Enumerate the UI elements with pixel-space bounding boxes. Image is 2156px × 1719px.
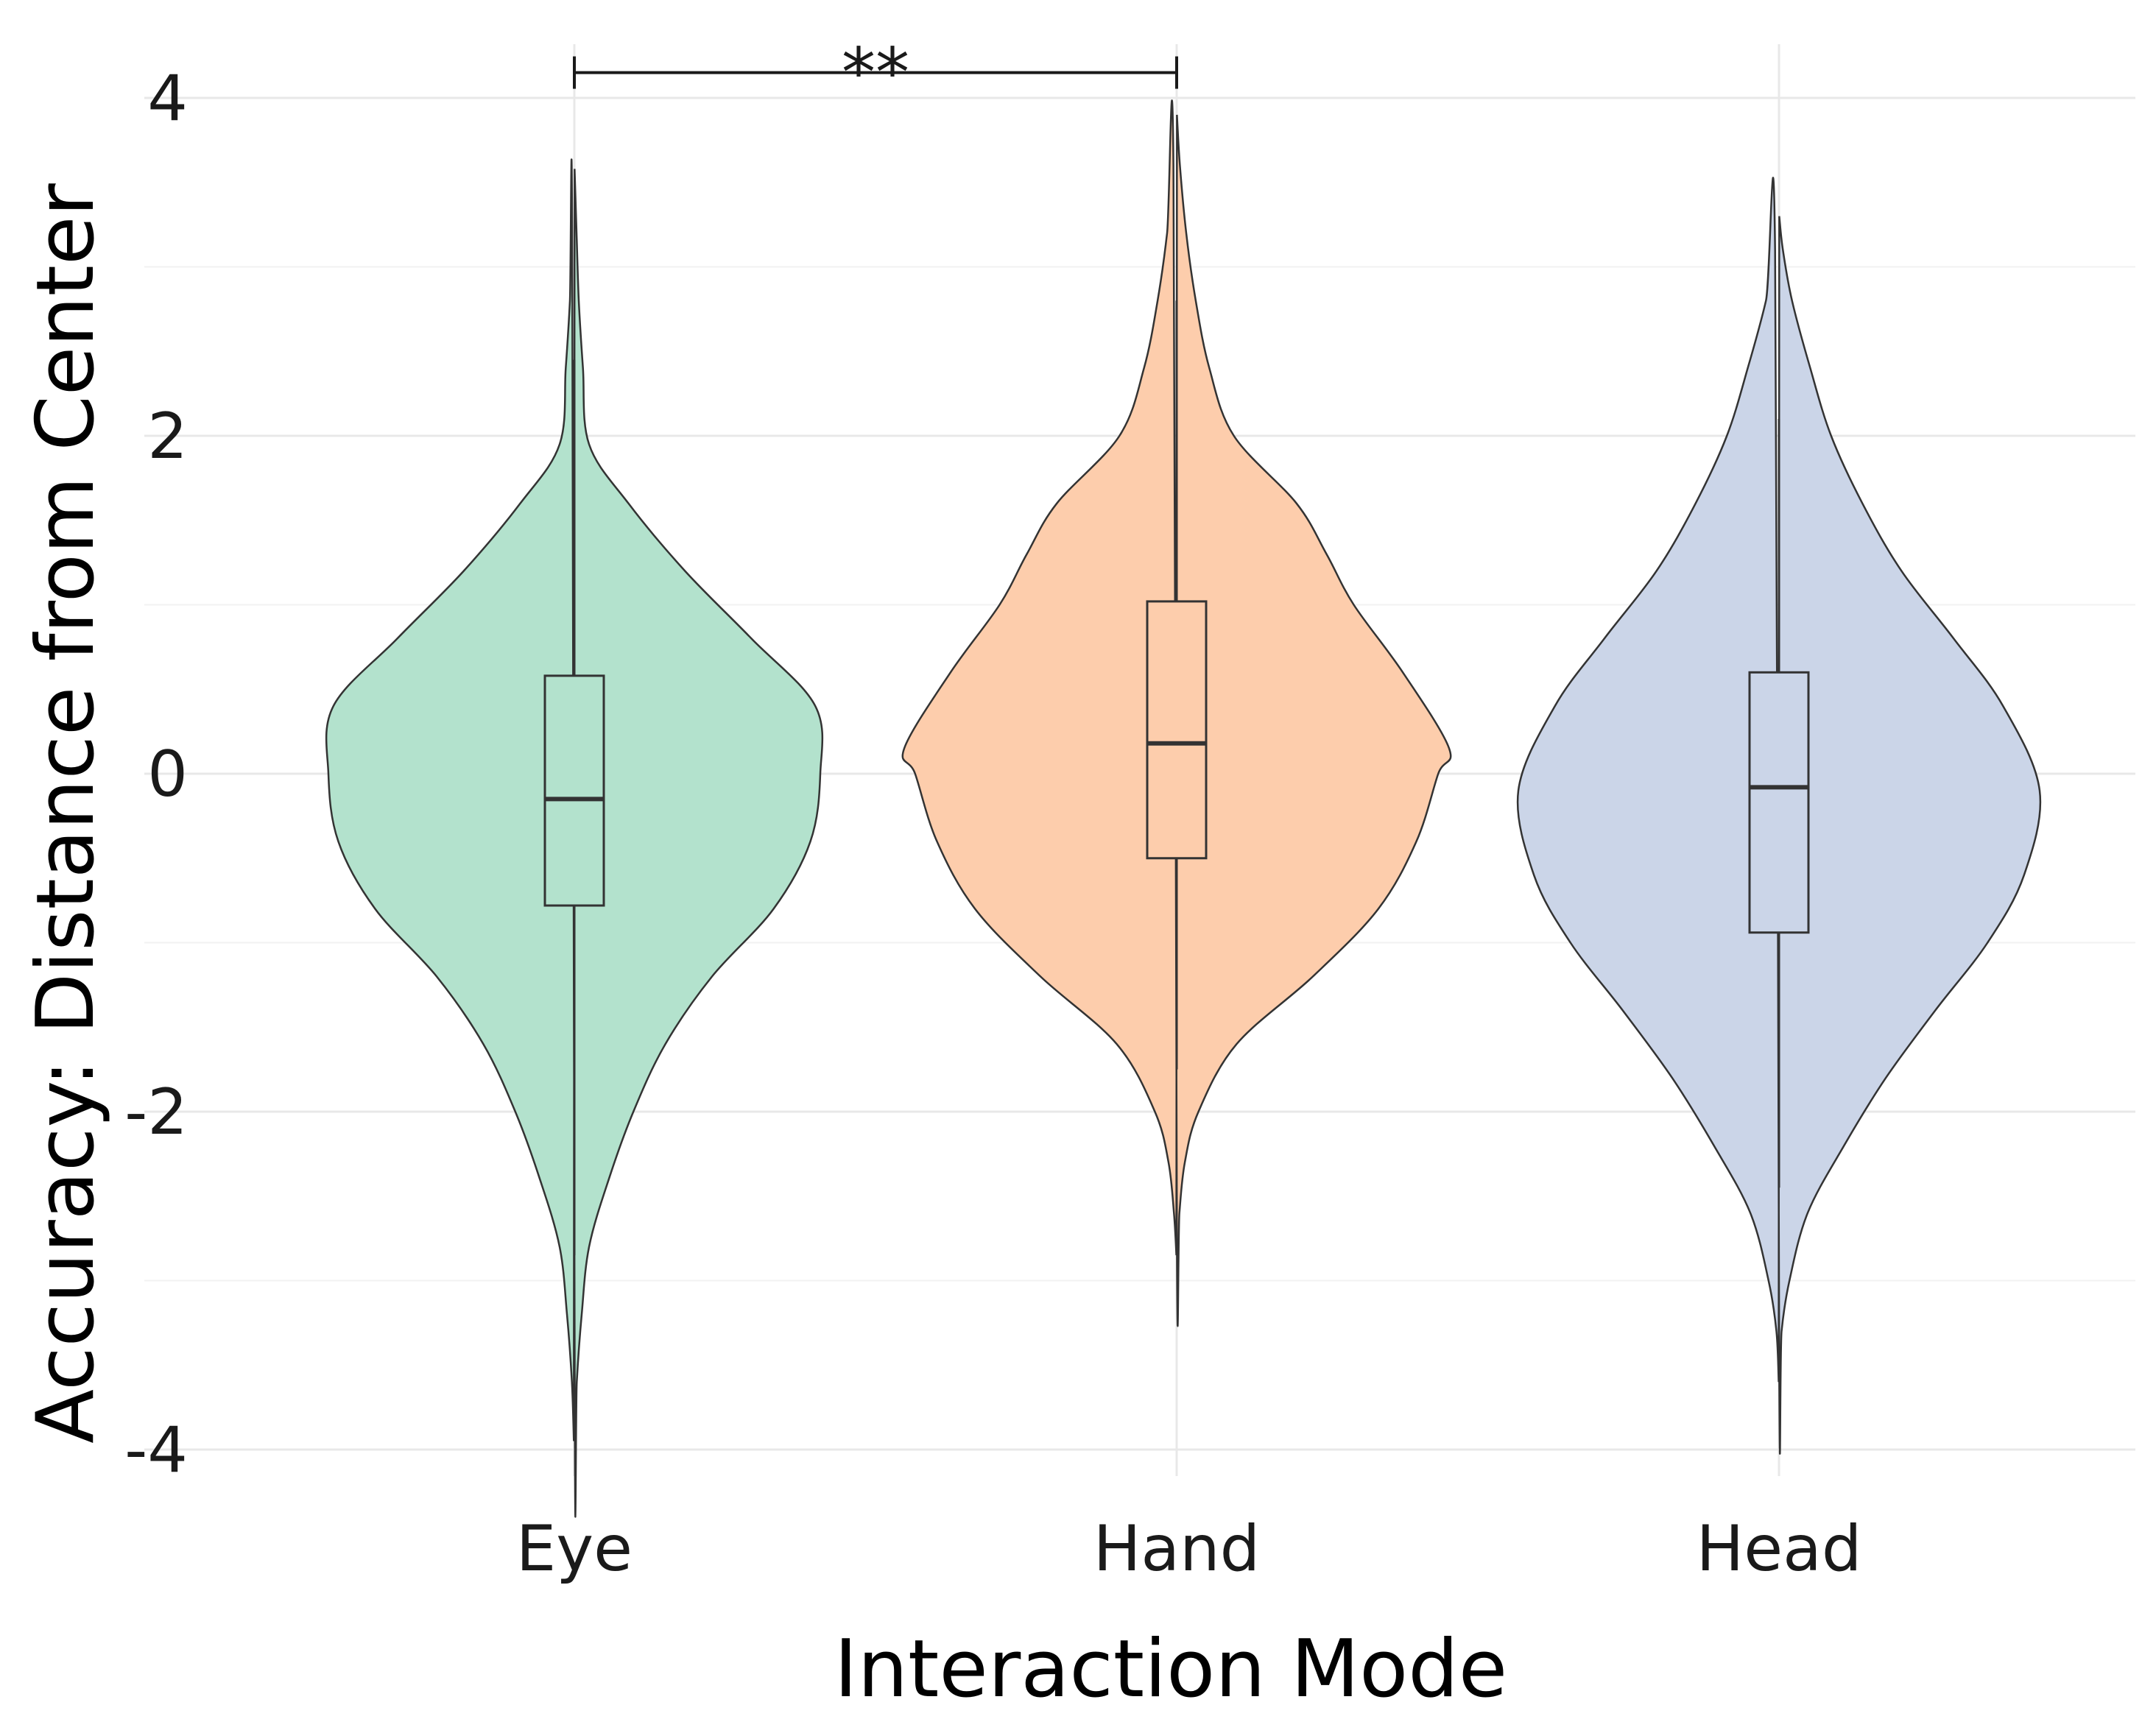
significance-bracket: ** <box>573 34 1178 113</box>
y-tick-label: -2 <box>124 1076 188 1149</box>
box-hand <box>1146 600 1208 860</box>
boxplots <box>543 300 1810 1256</box>
box-head <box>1748 671 1810 934</box>
y-tick-label: -4 <box>124 1413 188 1487</box>
significance-label: ** <box>842 34 909 113</box>
box-eye <box>543 674 605 907</box>
x-tick-label-head: Head <box>1697 1512 1862 1586</box>
y-tick-labels: 4 2 0 -2 -4 <box>124 62 188 1487</box>
y-tick-label: 4 <box>147 62 188 135</box>
x-tick-label-eye: Eye <box>516 1512 633 1586</box>
x-axis-title: Interaction Mode <box>834 1623 1508 1715</box>
y-tick-label: 2 <box>147 400 188 473</box>
x-tick-labels: Eye Hand Head <box>516 1512 1862 1586</box>
y-tick-label: 0 <box>147 738 188 811</box>
y-axis-title: Accuracy: Distance from Center <box>20 183 112 1444</box>
x-tick-label-hand: Hand <box>1093 1512 1260 1586</box>
